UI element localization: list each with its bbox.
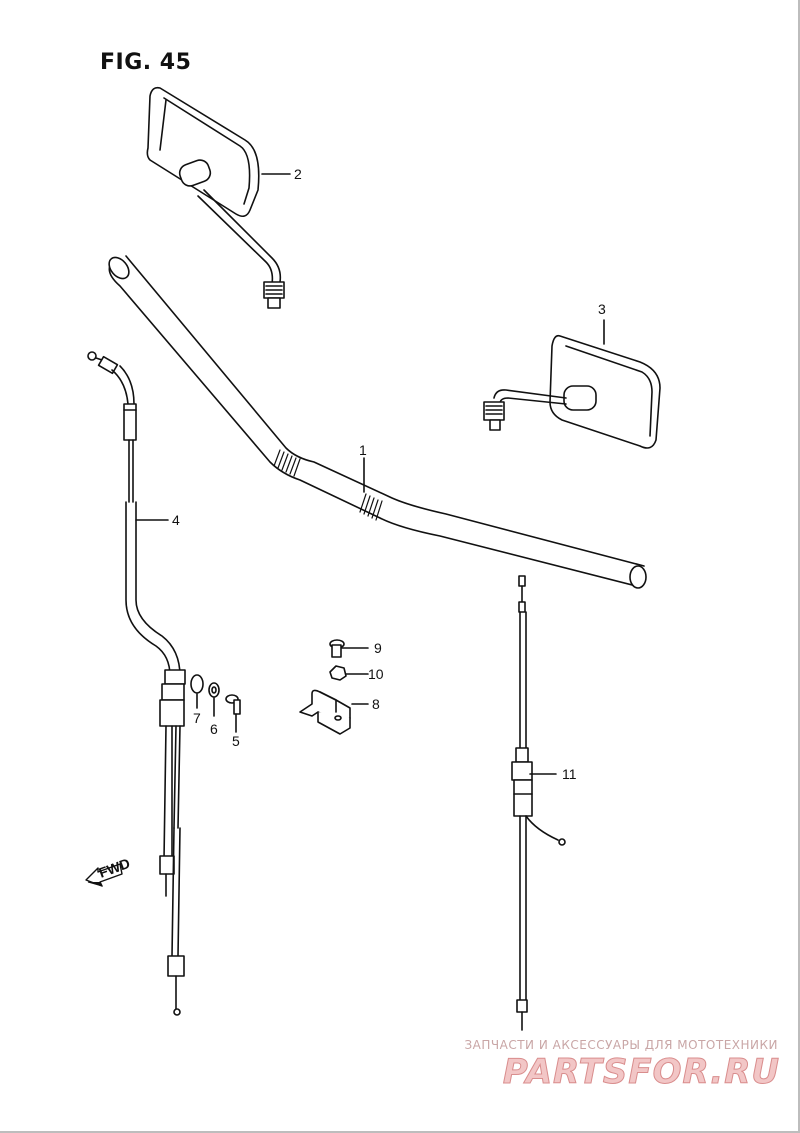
callout-9: 9 (374, 640, 382, 656)
clamp-8[interactable] (299, 689, 351, 735)
mirror-right[interactable] (483, 334, 661, 449)
callout-3: 3 (598, 301, 606, 317)
watermark-logo: PARTSFOR.RU (502, 1052, 780, 1093)
throttle-cable[interactable] (87, 351, 186, 1016)
mirror-left[interactable] (146, 86, 285, 309)
callout-1: 1 (359, 442, 367, 458)
callout-4: 4 (172, 512, 180, 528)
callout-11: 11 (562, 766, 577, 782)
screw-5[interactable] (225, 694, 241, 715)
washer-7[interactable] (190, 674, 204, 694)
handlebar[interactable] (105, 254, 647, 589)
callout-6: 6 (210, 721, 218, 737)
figure-title: FIG. 45 (100, 50, 192, 75)
bolt-9[interactable] (329, 639, 345, 658)
callout-2: 2 (294, 166, 302, 182)
watermark-tagline: ЗАПЧАСТИ И АКСЕССУАРЫ ДЛЯ МОТОТЕХНИКИ (464, 1038, 778, 1052)
forward-arrow-icon: FWD (85, 855, 132, 887)
clutch-cable[interactable] (511, 575, 566, 1031)
nut-10[interactable] (329, 665, 347, 681)
callout-8: 8 (372, 696, 380, 712)
callout-7: 7 (193, 710, 201, 726)
callout-5: 5 (232, 733, 240, 749)
callout-10: 10 (368, 666, 384, 682)
washer-6[interactable] (208, 682, 220, 698)
